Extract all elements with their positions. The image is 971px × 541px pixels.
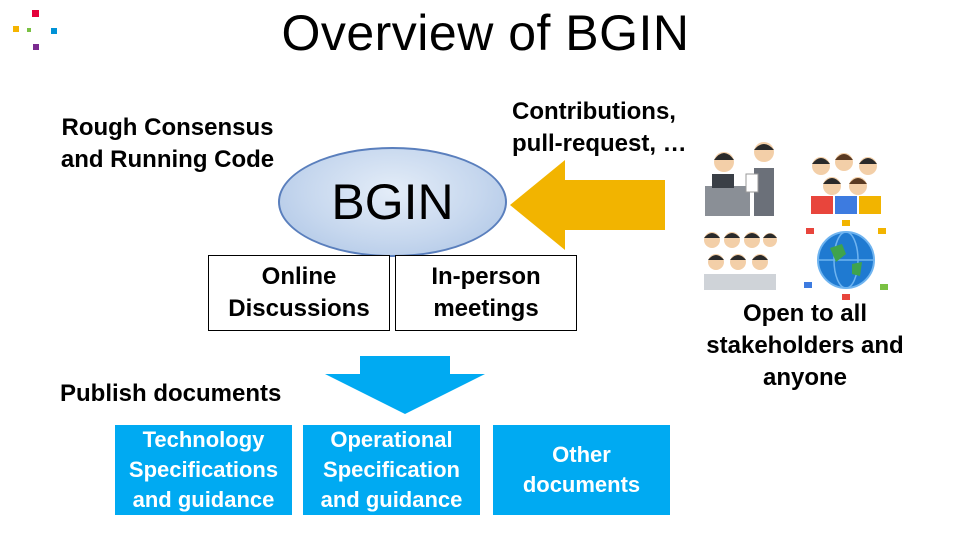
contribution-arrow (510, 160, 665, 250)
bgin-label: BGIN (331, 174, 454, 230)
open-to-all-text: Open to all stakeholders and anyone (706, 300, 904, 391)
rough-consensus-text: Rough Consensus and Running Code (60, 114, 275, 173)
publish-arrow (325, 356, 485, 414)
colorful-logo-icon (13, 10, 57, 50)
audience-icon (704, 232, 777, 290)
other-documents-box: Other documents (493, 425, 670, 515)
operational-specification-box: Operational Specification and guidance (303, 425, 480, 515)
bgin-ellipse: BGIN (278, 147, 507, 257)
online-discussions-box: Online Discussions (208, 255, 390, 331)
inperson-meetings-box: In-person meetings (395, 255, 577, 331)
contributions-text: Contributions, pull-request, … (512, 98, 687, 157)
page-title: Overview of BGIN (281, 5, 690, 61)
office-workers-icon (705, 142, 774, 216)
crowd-icon (811, 153, 881, 214)
publish-documents-text: Publish documents (60, 380, 282, 407)
globe-network-icon (804, 220, 888, 300)
technology-specifications-box: Technology Specifications and guidance (115, 425, 292, 515)
